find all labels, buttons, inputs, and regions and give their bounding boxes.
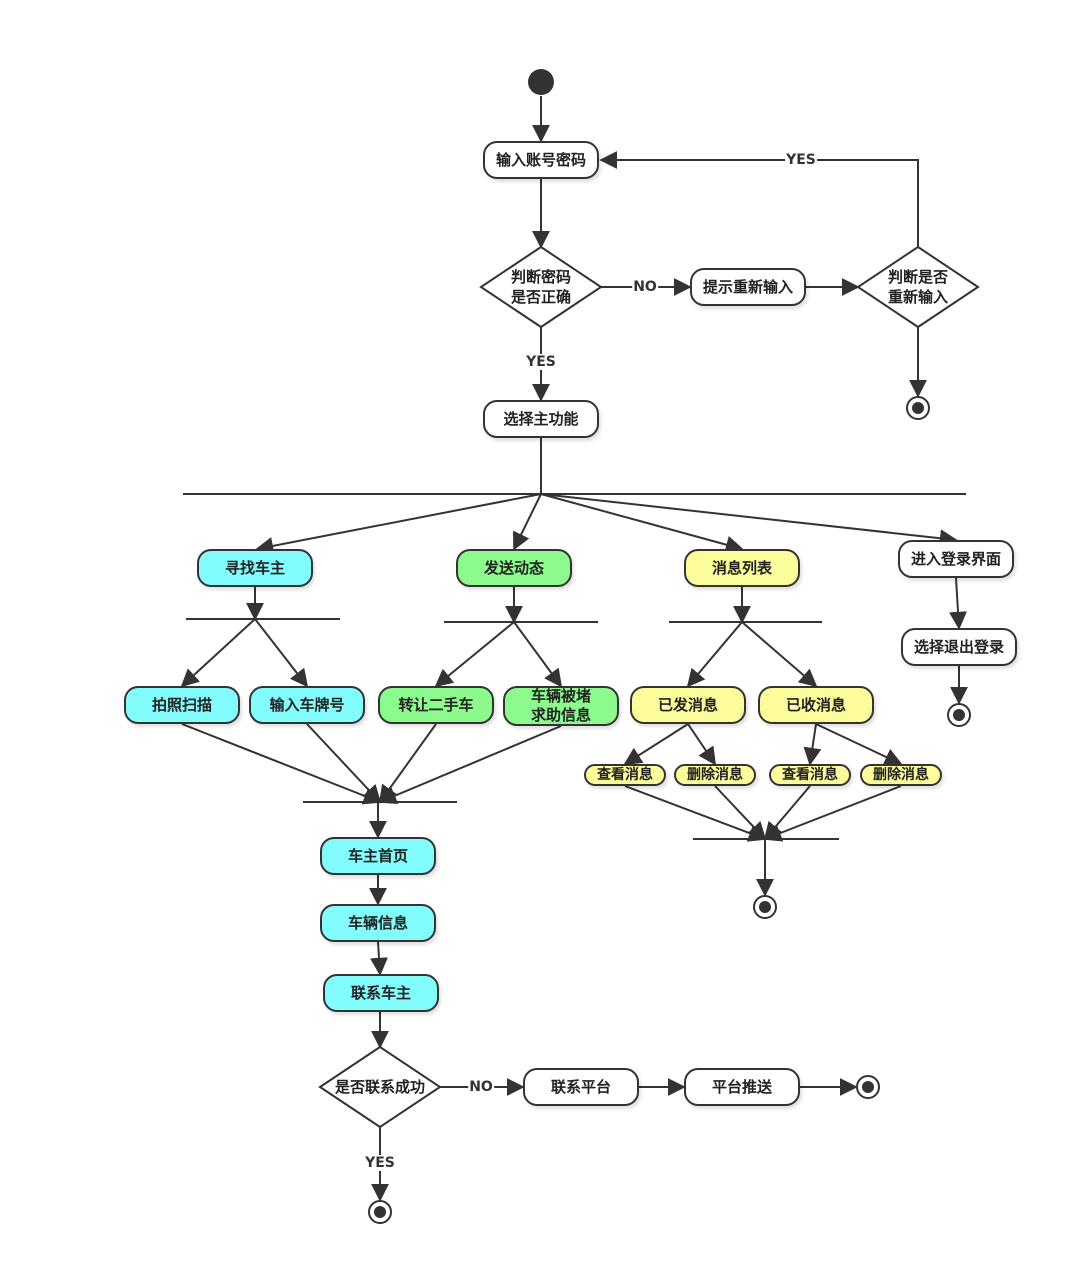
node-contact-owner: 联系车主 bbox=[323, 974, 439, 1012]
node-transfer-used-car: 转让二手车 bbox=[378, 686, 494, 724]
connector-arrow bbox=[513, 493, 542, 551]
end-node-logout bbox=[947, 703, 971, 727]
node-message-list: 消息列表 bbox=[684, 549, 800, 587]
node-delete-message-2: 删除消息 bbox=[860, 764, 942, 786]
connector-arrow bbox=[763, 785, 902, 842]
label-yes-password: YES bbox=[525, 354, 557, 370]
node-blocked-help: 车辆被堵求助信息 bbox=[503, 686, 619, 726]
node-prompt-reinput: 提示重新输入 bbox=[690, 268, 806, 306]
connector-arrow bbox=[686, 621, 743, 688]
connector-arrow bbox=[741, 621, 818, 688]
node-vehicle-info: 车辆信息 bbox=[320, 904, 436, 942]
node-decide-reinput: 判断是否重新输入 bbox=[887, 268, 949, 306]
connector-arrow bbox=[687, 723, 717, 766]
node-delete-message-1: 删除消息 bbox=[674, 764, 756, 786]
node-check-password-shape bbox=[479, 245, 603, 329]
connector-arrow bbox=[255, 493, 542, 555]
node-sent-messages: 已发消息 bbox=[630, 686, 746, 724]
label-no-password: NO bbox=[632, 279, 658, 295]
connector-arrow bbox=[540, 493, 744, 554]
node-decide-reinput-shape bbox=[856, 245, 980, 329]
end-node-platform bbox=[856, 1075, 880, 1099]
node-choose-main-function: 选择主功能 bbox=[483, 400, 599, 438]
connector-arrow bbox=[815, 723, 903, 766]
node-input-plate: 输入车牌号 bbox=[249, 686, 365, 724]
end-node-retry bbox=[906, 396, 930, 420]
node-choose-logout: 选择退出登录 bbox=[901, 628, 1017, 666]
node-contact-success: 是否联系成功 bbox=[334, 1078, 426, 1096]
label-no-contact: NO bbox=[468, 1079, 494, 1095]
connector-arrow bbox=[624, 785, 767, 842]
node-view-message-2: 查看消息 bbox=[769, 764, 851, 786]
node-send-post: 发送动态 bbox=[456, 549, 572, 587]
connector-arrow bbox=[623, 723, 689, 765]
connector-arrow bbox=[949, 577, 968, 630]
node-owner-home: 车主首页 bbox=[320, 837, 436, 875]
node-view-message-1: 查看消息 bbox=[584, 764, 666, 786]
connector-arrow bbox=[378, 725, 562, 805]
node-photo-scan: 拍照扫描 bbox=[124, 686, 240, 724]
connector-arrow bbox=[306, 723, 382, 804]
connector-arrow bbox=[714, 785, 767, 841]
connector-arrow bbox=[181, 723, 382, 805]
node-platform-push: 平台推送 bbox=[684, 1068, 800, 1106]
start-node bbox=[528, 69, 554, 95]
connector-arrow bbox=[540, 493, 958, 548]
connector-arrow bbox=[180, 618, 256, 688]
connector-arrow bbox=[254, 618, 309, 688]
label-yes-retry: YES bbox=[785, 152, 817, 168]
node-received-messages: 已收消息 bbox=[758, 686, 874, 724]
node-enter-login: 进入登录界面 bbox=[898, 540, 1014, 578]
end-node-messages bbox=[753, 895, 777, 919]
connector-arrow bbox=[434, 621, 515, 688]
label-yes-contact: YES bbox=[364, 1155, 396, 1171]
node-contact-success-shape bbox=[318, 1045, 442, 1129]
connector-arrow bbox=[599, 151, 919, 247]
node-check-password: 判断密码是否正确 bbox=[510, 268, 572, 306]
node-contact-platform: 联系平台 bbox=[523, 1068, 639, 1106]
end-node-contact bbox=[368, 1200, 392, 1224]
node-input-account: 输入账号密码 bbox=[483, 141, 599, 179]
node-find-owner: 寻找车主 bbox=[197, 549, 313, 587]
connector-arrow bbox=[513, 621, 563, 688]
connector-arrow bbox=[803, 723, 822, 766]
connector-arrow bbox=[370, 941, 388, 976]
